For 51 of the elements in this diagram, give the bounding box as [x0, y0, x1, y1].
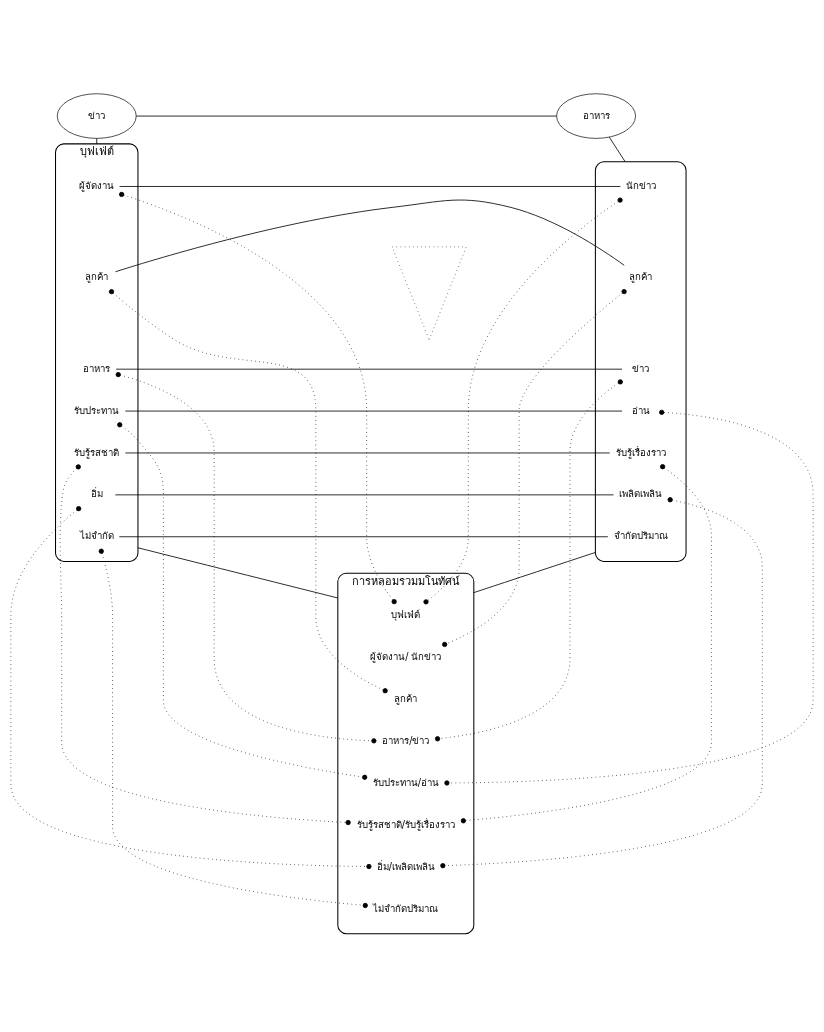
cluster [594, 160, 687, 562]
node-text: ลูกค้า [394, 692, 418, 704]
connector [114, 493, 614, 495]
node-text: รับรู้เรื่องราว [615, 446, 666, 458]
connector [59, 463, 351, 825]
connector [434, 378, 623, 741]
node-text: ข่าว [632, 362, 650, 374]
connector [442, 288, 627, 647]
node-ellipse: ข่าว [56, 92, 137, 139]
node-text: ไม่จำกัดปริมาณ [373, 902, 439, 914]
connector [135, 115, 557, 116]
node-text: ผู้จัดงาน [79, 179, 115, 191]
node-text: จำกัดปริมาณ [613, 529, 668, 541]
connector [117, 421, 368, 780]
connector [115, 199, 625, 272]
node-text: อาหาร [83, 362, 111, 374]
connector [473, 551, 596, 593]
connector [608, 136, 626, 162]
node-text: รับรู้รสชาติ/รับรู้เรื่องราว [356, 818, 455, 830]
node-ellipse: อาหาร [556, 92, 636, 139]
connector [119, 185, 621, 187]
connector [10, 505, 372, 869]
connector [118, 535, 609, 537]
node-text: บุฟเฟ่ต์ [391, 608, 421, 620]
node-text: รับรู้รสชาติ [74, 446, 120, 458]
connector [125, 452, 611, 453]
node-text: ไม่จำกัด [79, 529, 114, 541]
connector [125, 410, 623, 411]
node-text: เพลิดเพลิน [619, 487, 663, 499]
connector [108, 288, 388, 693]
node-text: ลูกค้า [85, 270, 109, 282]
connector [444, 409, 814, 786]
connector [460, 463, 712, 823]
connector [137, 546, 339, 598]
node-text: อิ่ม/เพลิดเพลิน [376, 860, 435, 872]
connector [119, 191, 397, 604]
node-text: ผู้จัดงาน/ นักข่าว [370, 650, 442, 662]
connector [96, 137, 98, 144]
node-text: นักข่าว [625, 179, 656, 191]
connector [115, 371, 377, 743]
connector [98, 548, 368, 908]
connector [440, 496, 763, 868]
node-text: รับประทาน [74, 404, 120, 416]
connector [423, 197, 623, 604]
node-triangle [391, 246, 467, 340]
node-text: อาหาร/ข่าว [382, 734, 430, 746]
node-text: อิ่ม [90, 487, 103, 499]
node-text: อ่าน [631, 404, 650, 416]
node-text: ลูกค้า [629, 270, 653, 282]
node-text: รับประทาน/อ่าน [372, 776, 439, 788]
connector [115, 368, 623, 370]
